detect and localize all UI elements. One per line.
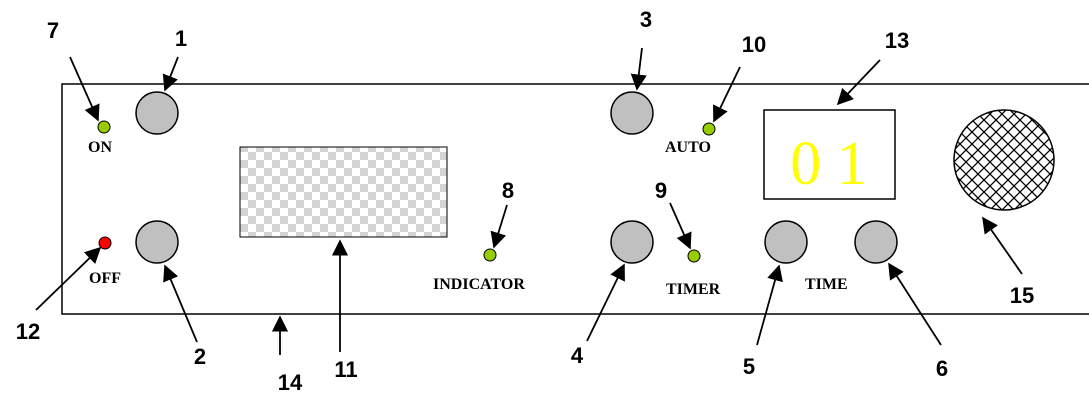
callout-6: 6 <box>936 356 948 381</box>
label-auto: AUTO <box>665 139 711 156</box>
label-time: TIME <box>805 276 848 293</box>
on-led-icon <box>97 120 111 134</box>
callout-14: 14 <box>278 370 303 395</box>
leader-12 <box>35 246 102 311</box>
callout-4: 4 <box>571 343 584 368</box>
time-up-button[interactable] <box>854 220 898 264</box>
callout-7: 7 <box>47 18 59 43</box>
panel-frame <box>61 83 1089 315</box>
leader-7 <box>69 56 100 122</box>
leader-5 <box>756 264 783 346</box>
digit-display-value: 0 1 <box>790 130 868 198</box>
auto-led-icon <box>702 122 716 136</box>
leader-6 <box>888 262 942 346</box>
timer-button[interactable] <box>610 220 654 264</box>
callout-9: 9 <box>655 178 667 203</box>
callout-3: 3 <box>640 7 652 32</box>
off-button[interactable] <box>135 220 179 264</box>
timer-led-icon <box>687 249 701 263</box>
label-timer: TIMER <box>666 281 721 298</box>
auto-button[interactable] <box>610 91 654 135</box>
callout-12: 12 <box>16 319 40 344</box>
label-indicator: INDICATOR <box>433 276 525 293</box>
speaker-grille-icon <box>953 109 1055 211</box>
leader-3 <box>630 47 647 91</box>
leader-13 <box>836 59 881 106</box>
callout-10: 10 <box>742 32 766 57</box>
callout-5: 5 <box>743 354 755 379</box>
callout-2: 2 <box>194 344 206 369</box>
digit-display <box>763 109 896 200</box>
indicator-led-icon <box>483 248 497 262</box>
off-led-icon <box>98 236 112 250</box>
leader-10 <box>713 66 741 123</box>
time-down-button[interactable] <box>764 220 808 264</box>
leader-9 <box>669 202 692 250</box>
label-on: ON <box>88 139 112 156</box>
callout-8: 8 <box>502 178 514 203</box>
callout-15: 15 <box>1010 283 1034 308</box>
screen-display <box>239 146 448 238</box>
leader-8 <box>490 204 508 249</box>
label-off: OFF <box>89 270 121 287</box>
on-button[interactable] <box>135 91 179 135</box>
leader-15 <box>982 216 1023 275</box>
leader-1 <box>162 56 179 92</box>
leader-2 <box>163 264 198 343</box>
callout-11: 11 <box>334 357 357 382</box>
callout-1: 1 <box>175 26 187 51</box>
leader-4 <box>586 263 625 342</box>
callout-13: 13 <box>885 28 909 53</box>
